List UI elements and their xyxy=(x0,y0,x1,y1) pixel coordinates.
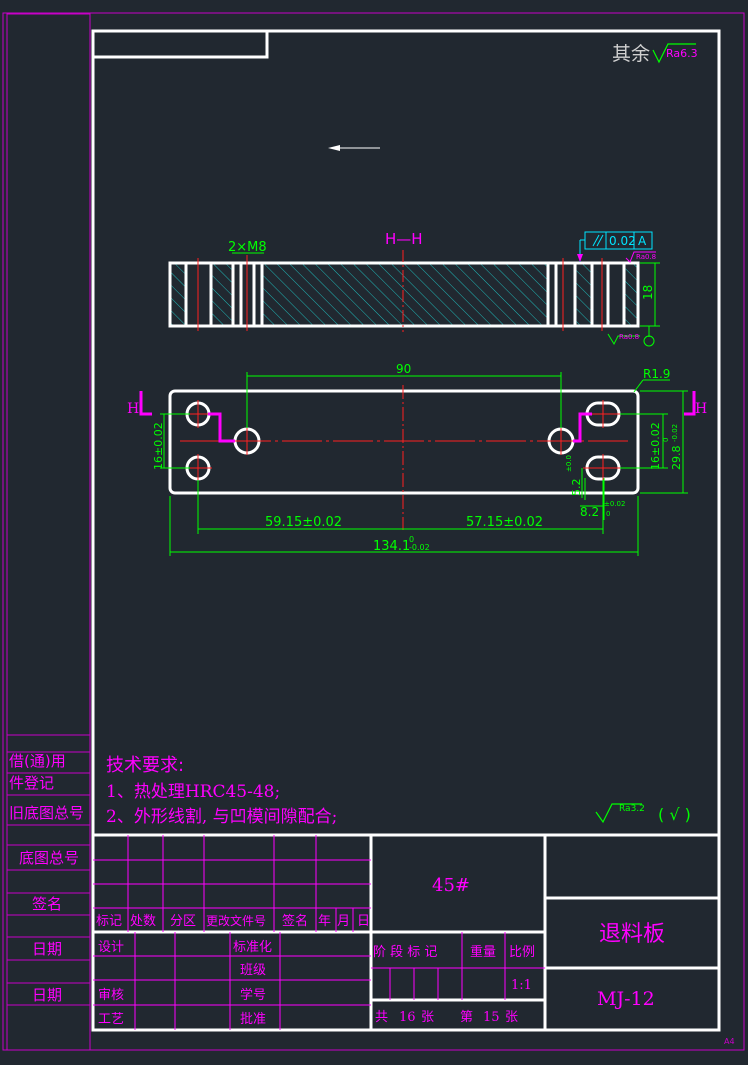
dim-half-lengths xyxy=(197,480,604,534)
dim-overall xyxy=(169,496,639,556)
label-sheet-unit: 张 xyxy=(421,1010,434,1025)
roughness-other-label: 其余 xyxy=(612,43,650,65)
dim-8-2-value: 8.2 xyxy=(580,505,599,519)
thickness-dimension xyxy=(640,262,660,327)
notes-heading: 技术要求: xyxy=(106,755,184,776)
datum-letter: A xyxy=(638,234,647,248)
dim-16-left xyxy=(160,413,190,469)
roughness-small-icon-2 xyxy=(607,333,640,346)
sheet-number: 15 xyxy=(483,1010,500,1025)
roughness-small-value-2: Ra0.8 xyxy=(619,333,639,341)
rev-header-sign: 签名 xyxy=(282,913,308,929)
dim-29-tol: -0.02 xyxy=(671,424,679,442)
side-label-base-no: 底图总号 xyxy=(19,849,79,867)
dim-134-lower: -0.02 xyxy=(409,543,430,552)
label-stage: 阶 段 标 记 xyxy=(373,945,437,960)
thread-label: 2×M8 xyxy=(228,240,267,255)
thickness-value: 18 xyxy=(641,285,655,300)
side-strip xyxy=(6,13,91,1051)
label-scale: 比例 xyxy=(509,945,535,960)
material-value: 45# xyxy=(432,875,470,896)
plan-body xyxy=(168,385,640,530)
parallelism-frame[interactable] xyxy=(579,231,653,262)
dim-0-value: 0 xyxy=(606,510,610,518)
dim-5-2-value: 5.2 xyxy=(570,479,583,497)
label-design: 设计 xyxy=(98,940,124,955)
dim-8-2-tol: ±0.02 xyxy=(604,500,625,508)
roughness-check-mark: ( √ ) xyxy=(658,805,691,824)
dim-small-stack xyxy=(580,468,605,520)
roughness-note-value: Ra3.2 xyxy=(619,804,645,814)
dim-90 xyxy=(246,372,562,428)
drawing-number: MJ-12 xyxy=(597,988,655,1010)
rev-header-doc: 更改文件号 xyxy=(206,913,266,928)
label-sheet-unit-2: 张 xyxy=(505,1010,518,1025)
label-weight: 重量 xyxy=(470,944,496,960)
label-sheet: 第 xyxy=(460,1010,473,1025)
label-review: 审核 xyxy=(98,988,124,1003)
svg-text:H: H xyxy=(127,401,139,417)
dim-134-value: 134.1 xyxy=(373,539,410,554)
dim-29-value: 29.8 xyxy=(670,446,683,471)
dim-59-value: 59.15±0.02 xyxy=(265,515,342,530)
roughness-note-icon xyxy=(595,803,642,824)
outer-border xyxy=(2,12,745,1051)
rev-header-month: 月 xyxy=(337,914,350,929)
notes-line-1: 1、热处理HRC45-48; xyxy=(106,782,280,802)
roughness-small-icon xyxy=(625,251,656,263)
roughness-small-value: Ra0.8 xyxy=(636,253,656,261)
top-left-box xyxy=(93,31,269,59)
dim-16-left-value: 16±0.02 xyxy=(152,422,165,470)
dim-90-value: 90 xyxy=(396,362,411,376)
label-standard: 标准化 xyxy=(233,940,272,955)
section-title: H—H xyxy=(385,230,423,248)
view-arrow-head xyxy=(328,145,340,151)
radius-leader xyxy=(633,379,644,393)
side-label-sign: 签名 xyxy=(32,895,62,913)
main-frame xyxy=(91,29,721,1032)
side-label-date2: 日期 xyxy=(32,986,62,1004)
label-total: 共 xyxy=(375,1010,388,1025)
rev-header-year: 年 xyxy=(318,914,331,929)
label-student-no: 学号 xyxy=(240,987,266,1003)
part-name: 退料板 xyxy=(599,922,665,947)
rev-header-mark: 标记 xyxy=(96,914,122,929)
dim-29-upper: 0 xyxy=(662,438,670,442)
svg-text:H: H xyxy=(695,401,707,417)
cut-marker-left: H xyxy=(127,391,152,417)
dim-5-2-tol: ±0.0 xyxy=(565,455,573,472)
label-approve: 批准 xyxy=(240,1012,266,1027)
side-label-borrow: 借(通)用 xyxy=(9,752,66,770)
parallelism-value: 0.02 xyxy=(609,234,636,248)
dim-134-upper: 0 xyxy=(409,535,414,544)
datum-symbol-icon xyxy=(643,335,655,347)
title-block-lines xyxy=(93,833,719,1030)
notes-line-2: 2、外形线割, 与凹模间隙配合; xyxy=(106,807,337,827)
rev-header-zone: 分区 xyxy=(170,914,196,929)
label-class: 班级 xyxy=(240,963,266,978)
section-body xyxy=(168,250,640,332)
rev-header-day: 日 xyxy=(357,914,370,929)
dim-16-right-value: 16±0.02 xyxy=(649,422,662,470)
roughness-symbol-icon xyxy=(652,43,696,64)
parallel-arrow xyxy=(577,254,583,262)
label-process: 工艺 xyxy=(98,1012,124,1027)
scale-value: 1:1 xyxy=(511,978,532,993)
side-label-date1: 日期 xyxy=(32,940,62,958)
cut-marker-right: H xyxy=(684,391,707,417)
dim-right-stack xyxy=(620,390,688,494)
sheet-size-label: A4 xyxy=(724,1037,735,1046)
side-label-register: 件登记 xyxy=(9,774,54,792)
rev-header-count: 处数 xyxy=(130,914,156,929)
dim-57-value: 57.15±0.02 xyxy=(466,515,543,530)
roughness-general-value: Ra6.3 xyxy=(666,47,698,60)
side-label-old-no: 旧底图总号 xyxy=(9,804,84,822)
radius-value: R1.9 xyxy=(643,367,670,381)
total-sheets: 16 xyxy=(399,1010,416,1025)
